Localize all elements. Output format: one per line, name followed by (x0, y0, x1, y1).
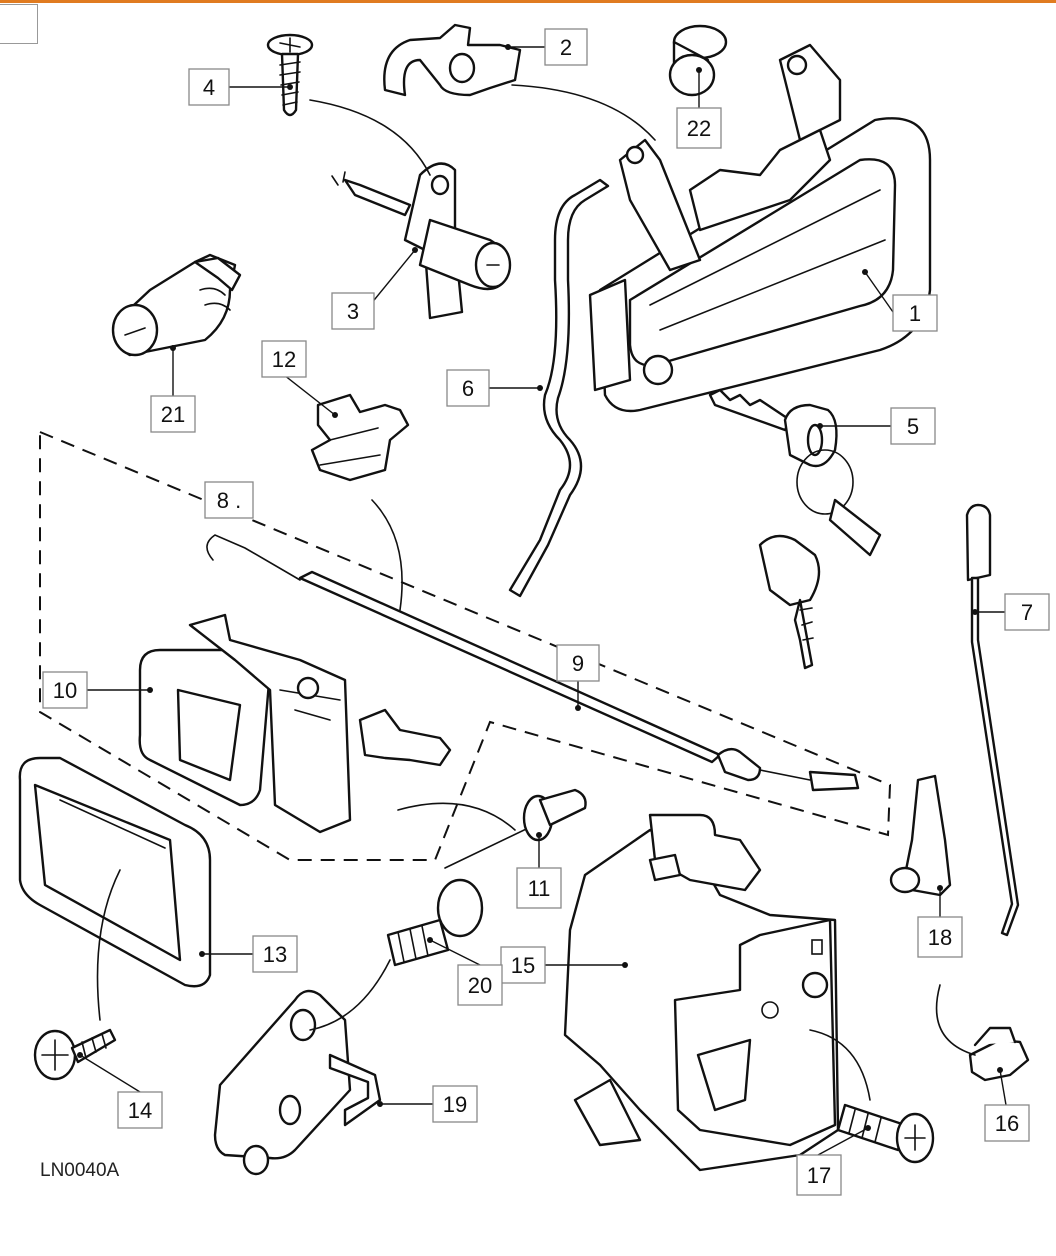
part-cable (206, 534, 860, 792)
part-screw-17 (836, 1103, 935, 1164)
part-plug (668, 24, 728, 97)
svg-text:20: 20 (468, 973, 492, 998)
svg-text:7: 7 (1021, 600, 1033, 625)
callout-18: 18 (917, 916, 963, 958)
callout-17: 17 (796, 1154, 842, 1196)
part-keys (708, 388, 882, 670)
callout-4: 4 (188, 68, 230, 106)
callout-leaders (77, 44, 1007, 1156)
part-rod-6 (508, 178, 610, 598)
callout-10: 10 (42, 671, 88, 709)
part-clip (383, 23, 522, 97)
callout-14: 14 (117, 1091, 163, 1129)
part-rod-clip (889, 774, 952, 897)
callout-7: 7 (1004, 593, 1050, 631)
callout-9: 9 (556, 644, 600, 682)
svg-text:15: 15 (511, 953, 535, 978)
svg-text:16: 16 (995, 1111, 1019, 1136)
part-interior-handle (138, 613, 452, 834)
svg-text:8 .: 8 . (217, 488, 241, 513)
svg-text:22: 22 (687, 116, 711, 141)
callout-15: 15 (500, 946, 546, 984)
part-striker (213, 989, 382, 1176)
callout-2: 2 (544, 28, 588, 66)
svg-text:3: 3 (347, 299, 359, 324)
corner-frame (0, 4, 38, 44)
callout-12: 12 (261, 340, 307, 378)
callout-5: 5 (890, 407, 936, 445)
part-bolt (386, 878, 484, 967)
svg-text:1: 1 (909, 301, 921, 326)
part-lock-cover (111, 253, 242, 357)
part-plastic-clip (968, 1026, 1030, 1082)
callout-16: 16 (984, 1104, 1030, 1142)
svg-text:17: 17 (807, 1163, 831, 1188)
callout-1: 1 (892, 294, 938, 332)
svg-text:21: 21 (161, 402, 185, 427)
svg-text:5: 5 (907, 414, 919, 439)
part-bezel (18, 756, 212, 988)
part-exterior-handle (588, 43, 932, 413)
svg-text:12: 12 (272, 347, 296, 372)
svg-text:2: 2 (560, 35, 572, 60)
part-screw-4 (266, 33, 314, 117)
svg-text:6: 6 (462, 376, 474, 401)
figure-reference-code: LN0040A (40, 1160, 120, 1181)
svg-text:18: 18 (928, 925, 952, 950)
assembly-arrows (96, 84, 976, 1101)
callout-13: 13 (252, 935, 298, 973)
svg-text:11: 11 (528, 876, 551, 901)
svg-text:9: 9 (572, 651, 584, 676)
callout-6: 6 (446, 369, 490, 407)
callout-21: 21 (150, 395, 196, 433)
svg-text:4: 4 (203, 75, 215, 100)
part-rod-7 (965, 503, 1020, 937)
part-latch (563, 813, 840, 1172)
callout-3: 3 (331, 292, 375, 330)
part-screw-14 (33, 1028, 117, 1081)
callout-11: 11 (516, 867, 562, 909)
callout-8: 8 . (204, 481, 254, 519)
svg-text:14: 14 (128, 1098, 152, 1123)
part-lock-barrel (331, 162, 512, 320)
callout-22: 22 (676, 107, 722, 149)
part-rivet (444, 788, 587, 869)
assembly-dashed-outline (39, 430, 892, 861)
callout-19: 19 (432, 1085, 478, 1123)
svg-text:19: 19 (443, 1092, 467, 1117)
svg-text:10: 10 (53, 678, 77, 703)
svg-text:13: 13 (263, 942, 287, 967)
top-accent-bar (0, 0, 1056, 3)
callout-20: 20 (457, 964, 503, 1006)
